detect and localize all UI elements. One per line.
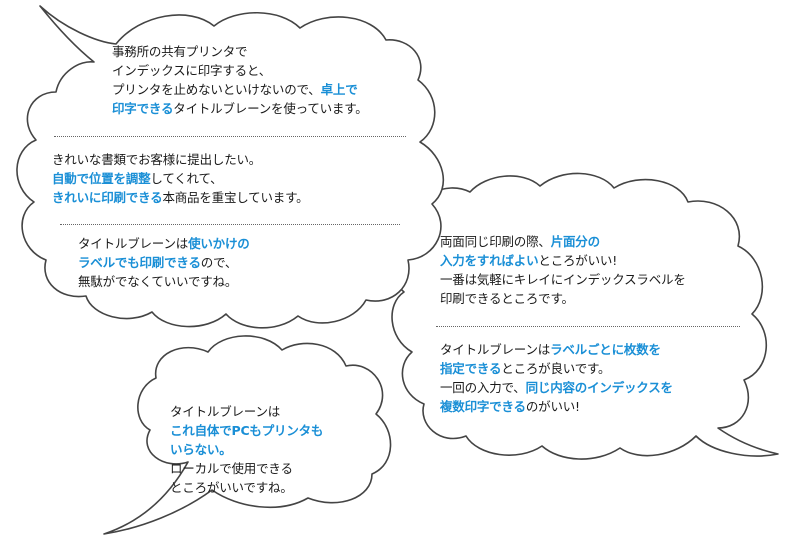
body-text: 一番は気軽にキレイにインデックスラベルを: [440, 272, 686, 287]
highlight-text: いらない。: [170, 442, 232, 457]
body-text: ので、: [200, 255, 238, 270]
highlight-text: ラベルごとに枚数を: [550, 342, 661, 357]
dotted-divider: [54, 136, 406, 137]
text-line: 一番は気軽にキレイにインデックスラベルを: [440, 270, 686, 289]
body-text: タイトルブレーンを使っています。: [173, 101, 368, 116]
text-line: プリンタを止めないといけないので、卓上で: [112, 80, 368, 99]
bubble-right-section-1: 両面同じ印刷の際、片面分の 入力をすればよいところがいい! 一番は気軽にキレイに…: [440, 232, 686, 308]
dotted-divider: [436, 326, 740, 327]
body-text: きれいな書類でお客様に提出したい。: [52, 152, 262, 167]
text-line: 印刷できるところです。: [440, 289, 686, 308]
highlight-text: ラベルでも印刷できる: [78, 255, 201, 270]
bubble-bottom-section-1: タイトルブレーンは これ自体でPCもプリンタも いらない。 ローカルで使用できる…: [170, 402, 323, 497]
highlight-text: 同じ内容のインデックスを: [525, 380, 673, 395]
bubble-top-left-section-1: 事務所の共有プリンタで インデックスに印字すると、 プリンタを止めないといけない…: [112, 42, 368, 118]
body-text: 本商品を重宝しています。: [162, 190, 309, 205]
body-text: 印刷できるところです。: [440, 291, 574, 306]
text-line: 事務所の共有プリンタで: [112, 42, 368, 61]
bubble-right-outline: [390, 172, 779, 460]
highlight-text: 指定できる: [440, 361, 502, 376]
bubble-bottom-outline: [103, 335, 392, 535]
text-line: きれいに印刷できる本商品を重宝しています。: [52, 188, 309, 207]
text-line: これ自体でPCもプリンタも: [170, 421, 323, 440]
highlight-text: 複数印字できる: [440, 399, 526, 414]
body-text: タイトルブレーンは: [170, 404, 281, 419]
body-text: のがいい!: [525, 399, 580, 414]
highlight-text: これ自体でPCもプリンタも: [170, 423, 324, 438]
highlight-text: 使いかけの: [188, 236, 250, 251]
bubble-top-left-section-2: きれいな書類でお客様に提出したい。 自動で位置を調整してくれて、 きれいに印刷で…: [52, 150, 309, 207]
body-text: タイトルブレーンは: [440, 342, 551, 357]
bubble-right-section-2: タイトルブレーンはラベルごとに枚数を 指定できるところが良いです。 一回の入力で…: [440, 340, 673, 416]
text-line: タイトルブレーンは使いかけの: [78, 234, 250, 253]
highlight-text: 自動で位置を調整: [52, 171, 151, 186]
body-text: プリンタを止めないといけないので、: [112, 82, 321, 97]
body-text: 一回の入力で、: [440, 380, 526, 395]
body-text: ローカルで使用できる: [170, 461, 293, 476]
body-text: 無駄がでなくていいですね。: [78, 274, 238, 289]
body-text: ところが良いです。: [501, 361, 611, 376]
text-line: 複数印字できるのがいい!: [440, 397, 673, 416]
text-line: ラベルでも印刷できるので、: [78, 253, 250, 272]
highlight-text: 卓上で: [320, 82, 358, 97]
body-text: インデックスに印字すると、: [112, 63, 272, 78]
text-line: 印字できるタイトルブレーンを使っています。: [112, 99, 368, 118]
body-text: 両面同じ印刷の際、: [440, 234, 551, 249]
body-text: してくれて、: [150, 171, 223, 186]
text-line: 入力をすればよいところがいい!: [440, 251, 686, 270]
body-text: 事務所の共有プリンタで: [112, 44, 248, 59]
bubble-top-left-section-3: タイトルブレーンは使いかけの ラベルでも印刷できるので、 無駄がでなくていいです…: [78, 234, 250, 291]
text-line: 無駄がでなくていいですね。: [78, 272, 250, 291]
highlight-text: 入力をすればよい: [440, 253, 539, 268]
highlight-text: 片面分の: [550, 234, 600, 249]
body-text: ところがいいですね。: [170, 480, 293, 495]
body-text: タイトルブレーンは: [78, 236, 189, 251]
text-line: タイトルブレーンは: [170, 402, 323, 421]
text-line: いらない。: [170, 440, 323, 459]
text-line: ところがいいですね。: [170, 478, 323, 497]
bubble-top-left-outline: [16, 5, 445, 329]
text-line: インデックスに印字すると、: [112, 61, 368, 80]
text-line: 指定できるところが良いです。: [440, 359, 673, 378]
highlight-text: きれいに印刷できる: [52, 190, 163, 205]
text-line: 自動で位置を調整してくれて、: [52, 169, 308, 188]
text-line: きれいな書類でお客様に提出したい。: [52, 150, 308, 169]
body-text: ところがいい!: [538, 253, 618, 268]
text-line: タイトルブレーンはラベルごとに枚数を: [440, 340, 673, 359]
text-line: 両面同じ印刷の際、片面分の: [440, 232, 686, 251]
text-line: 一回の入力で、同じ内容のインデックスを: [440, 378, 673, 397]
highlight-text: 印字できる: [112, 101, 174, 116]
text-line: ローカルで使用できる: [170, 459, 323, 478]
dotted-divider: [60, 224, 400, 225]
